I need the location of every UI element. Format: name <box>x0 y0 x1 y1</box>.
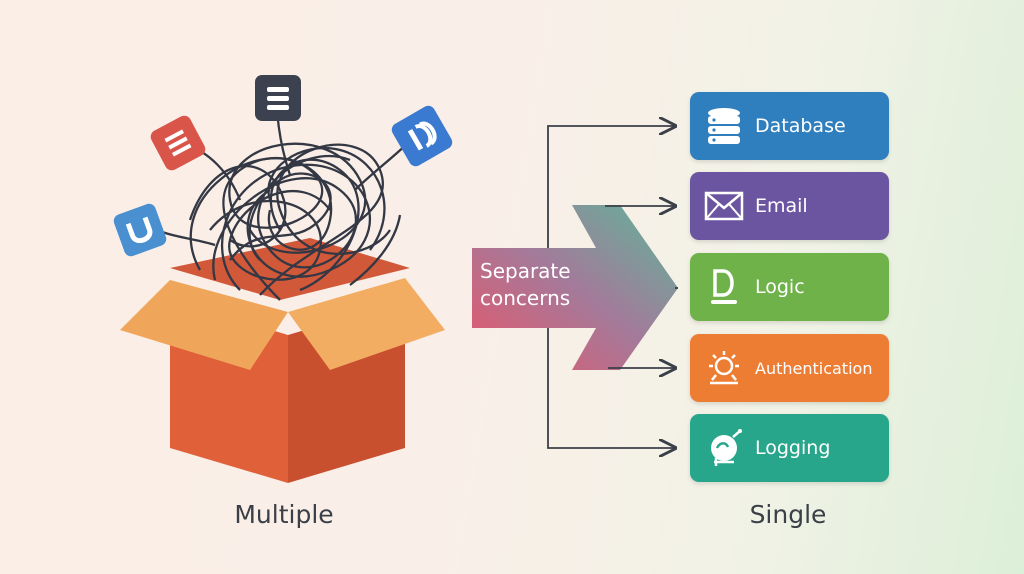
module-database: Database <box>690 92 889 160</box>
box-left-flap <box>120 280 288 370</box>
module-logging: Logging <box>690 414 889 482</box>
module-logic: Logic <box>690 253 889 321</box>
envelope-icon <box>704 186 744 226</box>
box-right-flap <box>288 278 445 370</box>
database-icon <box>704 106 744 146</box>
single-caption: Single <box>749 500 827 529</box>
module-label: Logging <box>755 437 831 459</box>
logic-icon <box>704 267 744 307</box>
sun-icon <box>704 348 744 388</box>
module-email: Email <box>690 172 889 240</box>
logging-icon <box>704 428 744 468</box>
magnet-icon <box>113 203 167 257</box>
module-label: Authentication <box>755 358 873 378</box>
multiple-caption: Multiple <box>234 500 334 529</box>
arrow-label-line2: concerns <box>480 286 571 310</box>
module-label: Database <box>755 115 846 137</box>
connector-lines <box>547 126 678 448</box>
open-box <box>120 238 445 483</box>
arrow-label: Separate concerns <box>480 258 630 312</box>
module-label: Email <box>755 195 808 217</box>
module-label: Logic <box>755 276 805 298</box>
separate-concerns-arrow <box>472 205 678 370</box>
list-icon <box>150 115 206 171</box>
menu-icon <box>255 75 301 121</box>
tangled-wires <box>161 119 409 301</box>
stream-icon <box>391 105 453 167</box>
arrow-label-line1: Separate <box>480 259 571 283</box>
module-authentication: Authentication <box>690 334 889 402</box>
